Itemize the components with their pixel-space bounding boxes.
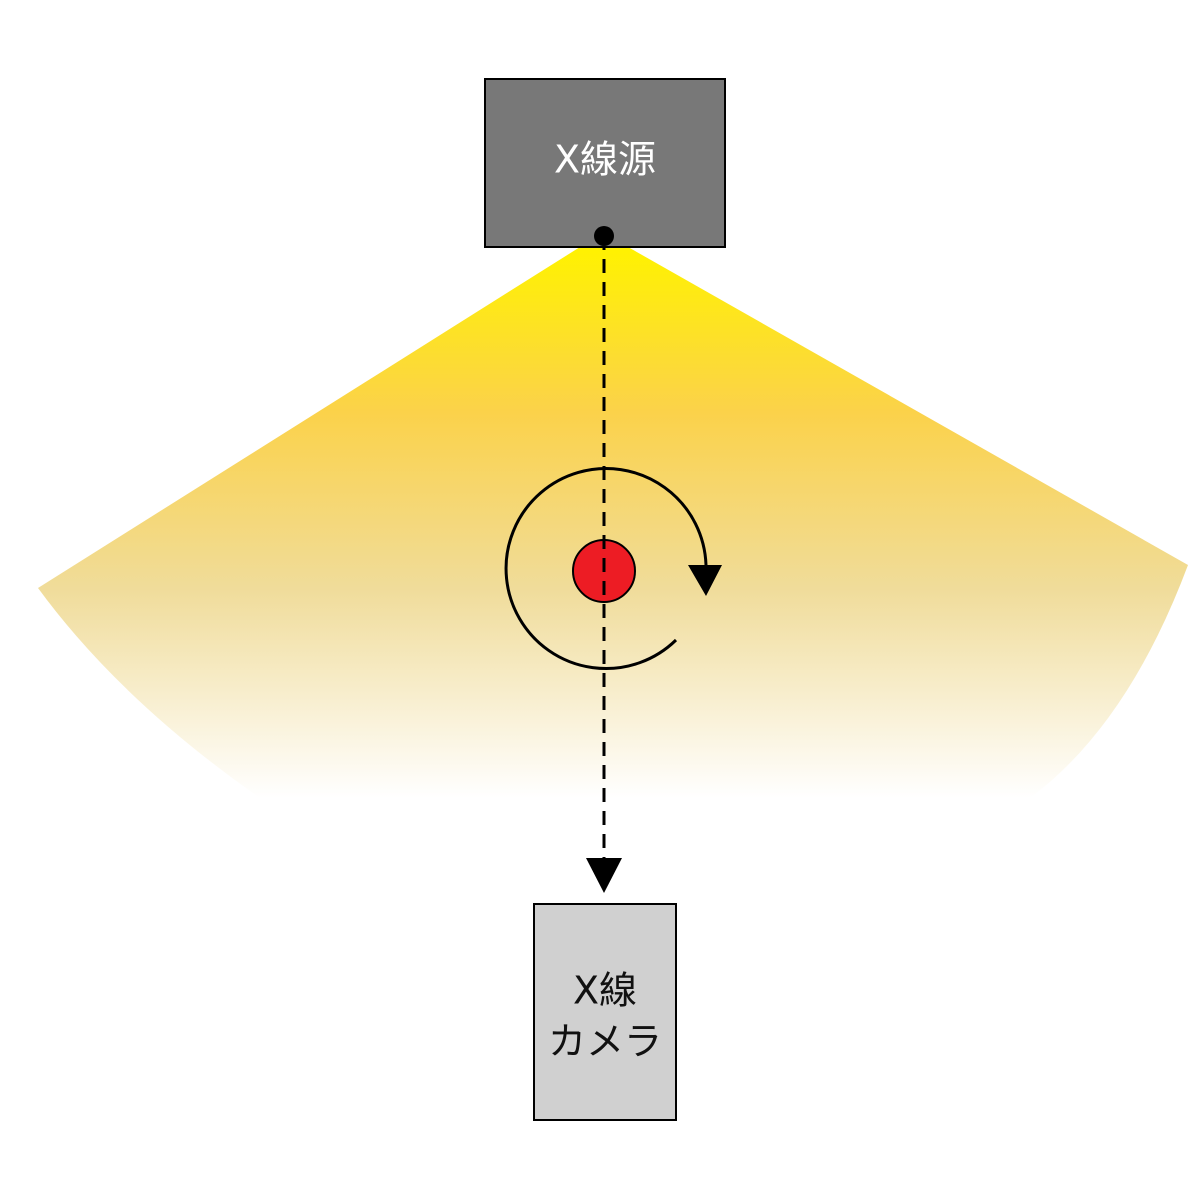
focal-spot [594,226,614,246]
rotation-arrow-arc [504,467,708,670]
xray-beam-fan [38,247,1188,798]
xray-camera-box: X線 カメラ [533,903,677,1121]
xray-source-box: X線源 [484,78,726,248]
xray-camera-label-line1: X線 [573,969,637,1013]
xray-camera-label-line2: カメラ [548,1020,662,1064]
rotation-arrowhead [688,565,722,596]
center-ray-arrowhead [586,858,622,893]
xray-source-label: X線源 [554,138,656,182]
